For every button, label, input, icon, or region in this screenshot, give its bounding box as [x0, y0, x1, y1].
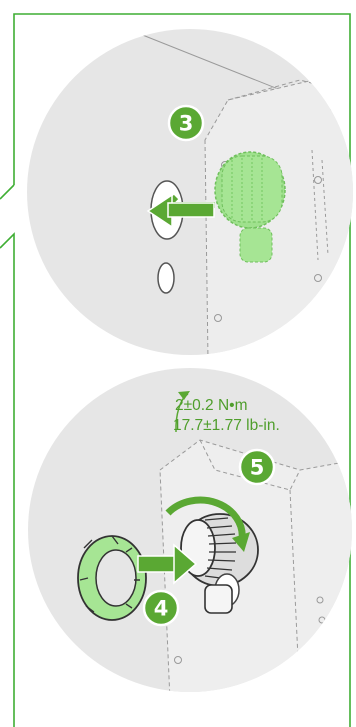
step-4-number: 4 [154, 597, 169, 621]
insert-arrow-shaft [138, 556, 178, 572]
torque-metric-label: 2±0.2 N•m [175, 397, 248, 414]
lock-nut [78, 536, 146, 620]
top-detail-panel: 3 [27, 29, 356, 360]
step-5-number: 5 [250, 456, 265, 480]
small-knockout-hole [158, 263, 174, 293]
torque-imperial-label: 17.7±1.77 lb-in. [173, 417, 280, 434]
bottom-detail-panel: 2±0.2 N•m 17.7±1.77 lb-in. 5 4 [28, 368, 356, 700]
step-3-number: 3 [179, 112, 194, 136]
